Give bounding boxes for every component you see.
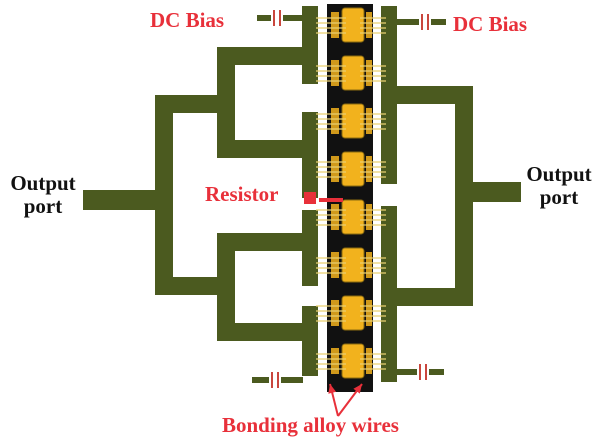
- gate-pad: [331, 12, 339, 38]
- left-top-stub: [217, 47, 307, 65]
- microstrip-traces: [83, 6, 521, 382]
- gate-feed-4: [302, 306, 318, 376]
- output-port-left-line1: Output: [10, 171, 76, 195]
- transistor-pad: [341, 199, 365, 235]
- drain-pad: [366, 108, 372, 134]
- gate-feed-1: [302, 6, 318, 84]
- bonding-wires-label: Bonding alloy wires: [222, 413, 399, 437]
- gate-pad: [331, 204, 339, 230]
- transistor-pad: [341, 7, 365, 43]
- transistor-pad: [341, 343, 365, 379]
- drain-pad: [366, 348, 372, 374]
- right-upper-arm: [381, 86, 467, 104]
- bias-top-right-gap: [419, 17, 431, 27]
- left-lower-branch: [217, 233, 235, 341]
- bias-top-left-gap: [271, 13, 283, 23]
- gate-pad: [331, 156, 339, 182]
- bias-bottom-left-gap: [269, 375, 281, 385]
- right-output-feed: [455, 182, 521, 202]
- gate-feed-2: [302, 112, 318, 198]
- gate-pad: [331, 108, 339, 134]
- gate-pad: [331, 252, 339, 278]
- bias-bottom-right-gap: [417, 367, 429, 377]
- gate-pad: [331, 348, 339, 374]
- drain-pad: [366, 60, 372, 86]
- gate-pad: [331, 60, 339, 86]
- resistor-icon: [304, 192, 316, 204]
- transistor-pad: [341, 103, 365, 139]
- left-upper-arm: [155, 95, 235, 113]
- drain-pad: [366, 12, 372, 38]
- transistor-pad: [341, 151, 365, 187]
- bonding-wires: [316, 17, 386, 370]
- arrow-head-icon: [328, 384, 337, 394]
- arrow-head-icon: [353, 384, 362, 394]
- drain-pad: [366, 204, 372, 230]
- output-port-right-line1: Output: [526, 162, 592, 186]
- output-port-label-left: Output port: [0, 172, 86, 218]
- left-mid-lower-stub: [217, 233, 307, 251]
- dc-bias-label-left: DC Bias: [150, 8, 225, 32]
- output-port-right-line2: port: [539, 185, 579, 209]
- gate-feed-3: [302, 210, 318, 286]
- output-port-label-right: Output port: [516, 163, 602, 209]
- left-upper-branch: [217, 47, 235, 157]
- drain-pad: [366, 300, 372, 326]
- left-mid-upper-stub: [217, 140, 307, 158]
- gate-pad: [331, 300, 339, 326]
- transistor-pad: [341, 55, 365, 91]
- left-lower-arm: [155, 277, 235, 295]
- transistor-die: [319, 4, 373, 392]
- isolation-resistor-line: [319, 198, 343, 202]
- annotations: [304, 192, 363, 417]
- left-bottom-stub: [217, 323, 307, 341]
- output-port-left-line2: port: [23, 194, 63, 218]
- right-lower-arm: [381, 288, 467, 306]
- resistor-label: Resistor: [205, 182, 279, 206]
- left-output-feed: [83, 190, 159, 210]
- left-main-spine: [155, 95, 173, 295]
- transistor-pad: [341, 295, 365, 331]
- dc-bias-label-right: DC Bias: [453, 12, 528, 36]
- drain-pad: [366, 156, 372, 182]
- drain-pad: [366, 252, 372, 278]
- bias-lines: [252, 10, 446, 388]
- transistor-pad: [341, 247, 365, 283]
